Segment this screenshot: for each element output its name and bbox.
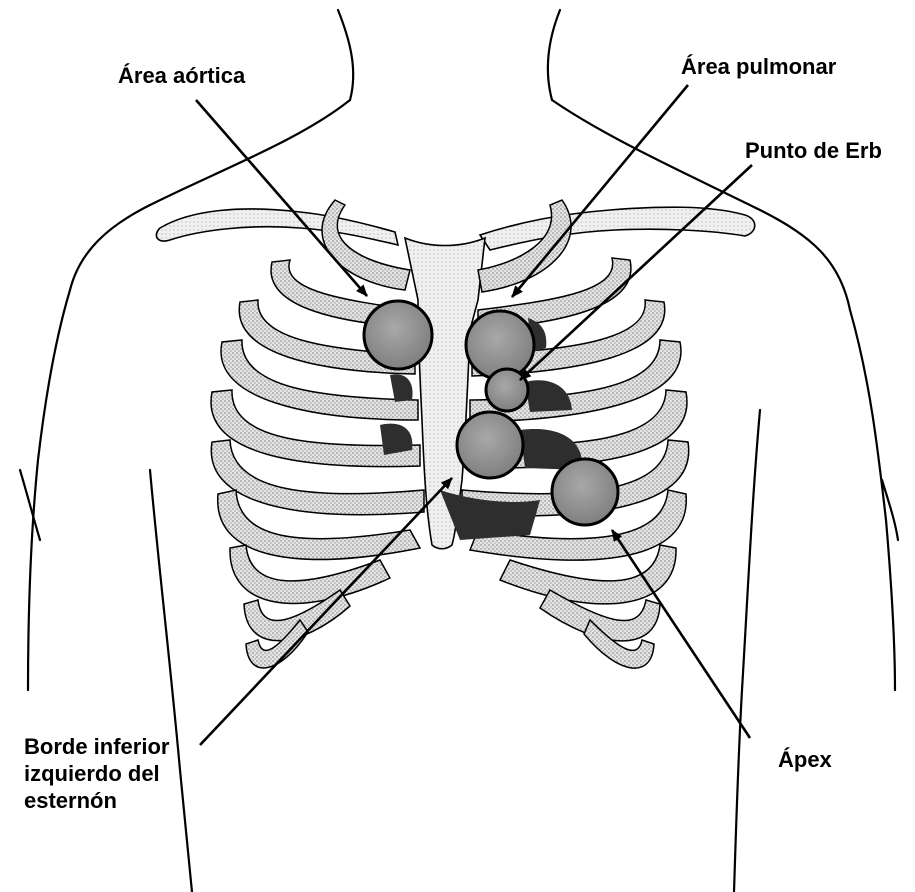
lsb-point-marker [457, 412, 523, 478]
aortic-point-marker [364, 301, 432, 369]
pulmonic-arrow [512, 85, 688, 297]
erb-point-label: Punto de Erb [745, 137, 882, 164]
lsb-label-line-2: izquierdo del [24, 760, 169, 787]
apex-point-marker [552, 459, 618, 525]
clavicles [156, 207, 754, 250]
apex-label: Ápex [778, 746, 832, 773]
pulmonic-area-label: Área pulmonar [681, 53, 836, 80]
lower-left-sternal-border-label: Borde inferior izquierdo del esternón [24, 733, 169, 814]
neck-right [548, 10, 560, 100]
clavicle-right [480, 207, 755, 250]
arm-right-inner [734, 410, 760, 892]
lsb-label-line-3: esternón [24, 787, 169, 814]
lsb-label-line-1: Borde inferior [24, 733, 169, 760]
clavicle-left [156, 209, 398, 245]
aortic-area-label: Área aórtica [118, 62, 245, 89]
erb-point-marker [486, 369, 528, 411]
arm-left-inner [150, 470, 192, 892]
neck-left [338, 10, 353, 100]
